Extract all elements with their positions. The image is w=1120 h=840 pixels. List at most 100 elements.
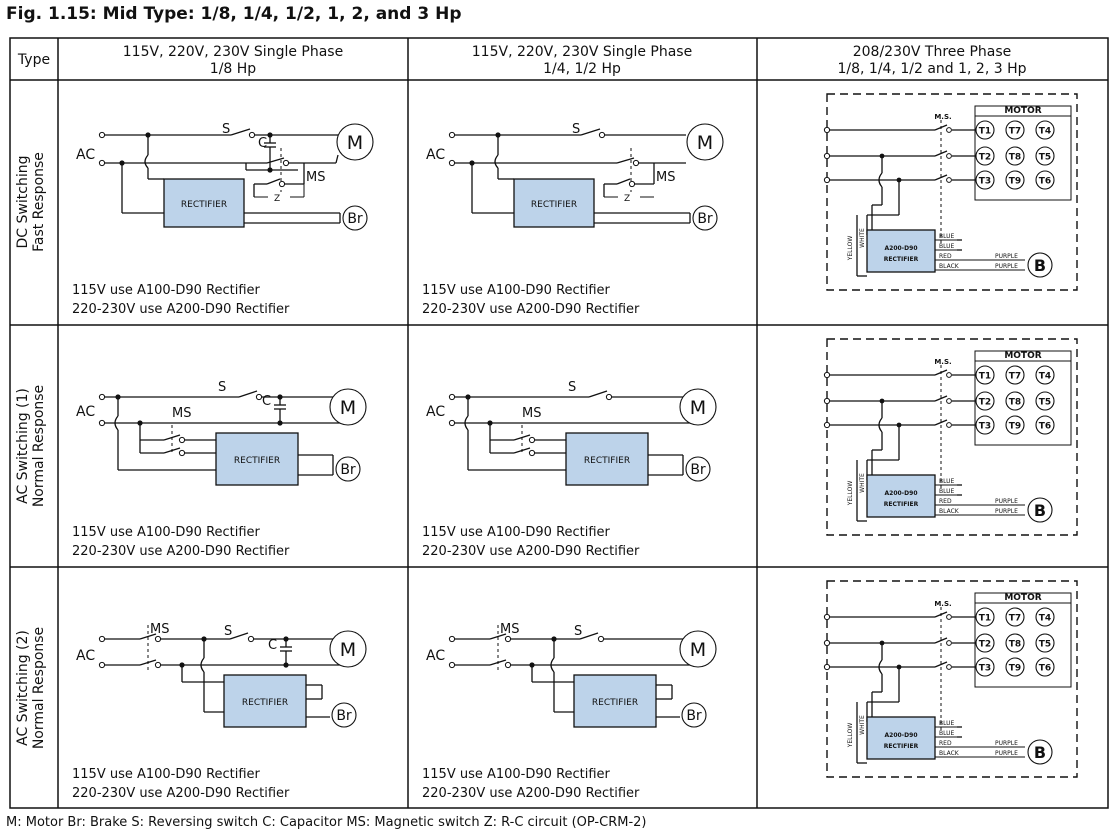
rectifier-label: RECTIFIER: [234, 456, 280, 466]
figure-title: Fig. 1.15: Mid Type: 1/8, 1/4, 1/2, 1, 2…: [6, 4, 462, 24]
capacitor-label: C: [262, 394, 271, 409]
rectifier-model-label: A200-D90: [885, 490, 918, 497]
note-line2: 220-230V use A200-D90 Rectifier: [422, 786, 640, 801]
ac2-switching-1-4-1-2hp-diagram: AC S MS RECTIFIER M Br 115V use A100-D90…: [422, 622, 717, 801]
col3-header-line2: 1/8, 1/4, 1/2 and 1, 2, 3 Hp: [837, 61, 1026, 77]
red-wire-label: RED: [939, 498, 952, 505]
ac-label: AC: [426, 404, 445, 420]
yellow-wire-label: YELLOW: [847, 723, 854, 749]
motor-terminal: [1005, 170, 1025, 190]
row3-label-line2: Normal Response: [31, 627, 47, 749]
brake-label: B: [1034, 743, 1046, 762]
white-wire-label: WHITE: [859, 715, 866, 735]
ac-label: AC: [76, 147, 95, 163]
col2-header-line1: 115V, 220V, 230V Single Phase: [472, 44, 692, 60]
motor-terminal-label: T7: [1009, 127, 1021, 137]
rc-circuit-label: Z: [274, 194, 280, 204]
motor-terminal: [975, 633, 995, 653]
brake-label: Br: [340, 462, 356, 478]
motor-terminal: [1035, 415, 1055, 435]
motor-terminal: [975, 415, 995, 435]
table-grid: [9, 37, 1109, 809]
motor-terminal: [975, 607, 995, 627]
yellow-wire-label: YELLOW: [847, 481, 854, 507]
note-line1: 115V use A100-D90 Rectifier: [422, 525, 611, 540]
ac-label: AC: [426, 648, 445, 664]
purple-wire-label-2: PURPLE: [995, 750, 1018, 757]
ac-label: AC: [426, 147, 445, 163]
dc-switching-1-8hp-diagram: AC S C MS Z RECTIFIER M Br 115V use A100…: [72, 122, 374, 317]
legend: M: Motor Br: Brake S: Reversing switch C…: [6, 815, 647, 830]
motor-terminal-label: T8: [1009, 398, 1021, 408]
reversing-switch-label: S: [222, 122, 230, 137]
motor-label: M: [340, 639, 356, 661]
motor-terminal-label: T5: [1039, 398, 1051, 408]
reversing-switch-label: S: [572, 122, 580, 137]
col3-header-line1: 208/230V Three Phase: [853, 44, 1012, 60]
motor-label: M: [340, 397, 356, 419]
purple-wire-label: PURPLE: [995, 253, 1018, 260]
dc-switching-1-4-1-2hp-diagram: AC S MS Z RECTIFIER M Br 115V use A100-D…: [422, 122, 724, 317]
motor-terminal-label: T9: [1009, 422, 1021, 432]
motor-terminal: [975, 120, 995, 140]
motor-terminal-label: T3: [979, 177, 991, 187]
col2-header-line2: 1/4, 1/2 Hp: [543, 61, 621, 77]
blue-wire-label: BLUE: [939, 233, 955, 240]
motor-terminal: [1005, 415, 1025, 435]
brake-label: Br: [686, 708, 702, 724]
rectifier-model-label: A200-D90: [885, 732, 918, 739]
motor-terminal: [1005, 391, 1025, 411]
ac-label: AC: [76, 404, 95, 420]
brake-label: Br: [336, 708, 352, 724]
purple-wire-label-2: PURPLE: [995, 263, 1018, 270]
black-wire-label: BLACK: [939, 263, 960, 270]
purple-wire-label-2: PURPLE: [995, 508, 1018, 515]
ac-label: AC: [76, 648, 95, 664]
motor-terminal-label: T2: [979, 153, 991, 163]
blue-wire-label-2: BLUE: [939, 730, 955, 737]
motor-terminal-label: T7: [1009, 614, 1021, 624]
rectifier-label: RECTIFIER: [531, 200, 577, 210]
magnetic-switch-label: MS: [500, 622, 519, 637]
motor-terminal: [1005, 365, 1025, 385]
motor-box-label: MOTOR: [1004, 593, 1041, 603]
brake-label: Br: [690, 462, 706, 478]
motor-terminal: [1035, 657, 1055, 677]
motor-label: M: [697, 132, 713, 154]
row3-label-line1: AC Switching (2): [15, 630, 31, 746]
motor-terminal: [1035, 120, 1055, 140]
note-line1: 115V use A100-D90 Rectifier: [422, 283, 611, 298]
motor-terminal: [1005, 657, 1025, 677]
white-wire-label: WHITE: [859, 228, 866, 248]
red-wire-label: RED: [939, 253, 952, 260]
motor-terminal-label: T8: [1009, 640, 1021, 650]
rectifier-label: RECTIFIER: [242, 698, 288, 708]
ac1-switching-1-4-1-2hp-diagram: AC S MS RECTIFIER M Br 115V use A100-D90…: [422, 380, 717, 559]
motor-terminal: [1035, 365, 1055, 385]
motor-terminal: [1035, 633, 1055, 653]
note-line2: 220-230V use A200-D90 Rectifier: [72, 302, 290, 317]
motor-terminal-label: T6: [1039, 664, 1051, 674]
yellow-wire-label: YELLOW: [847, 236, 854, 262]
white-wire-label: WHITE: [859, 473, 866, 493]
motor-terminal: [975, 391, 995, 411]
note-line2: 220-230V use A200-D90 Rectifier: [422, 544, 640, 559]
motor-terminal-label: T3: [979, 422, 991, 432]
motor-terminal-label: T1: [979, 614, 991, 624]
col1-header-line2: 1/8 Hp: [210, 61, 257, 77]
note-line1: 115V use A100-D90 Rectifier: [422, 767, 611, 782]
type-header: Type: [17, 52, 50, 68]
blue-wire-label-2: BLUE: [939, 243, 955, 250]
blue-wire-label-2: BLUE: [939, 488, 955, 495]
motor-terminal-label: T2: [979, 640, 991, 650]
motor-box-label: MOTOR: [1004, 106, 1041, 116]
motor-terminal-label: T5: [1039, 640, 1051, 650]
motor-terminal-label: T7: [1009, 372, 1021, 382]
note-line2: 220-230V use A200-D90 Rectifier: [72, 786, 290, 801]
ms-label: M.S.: [934, 358, 951, 366]
motor-terminal: [1005, 120, 1025, 140]
red-wire-label: RED: [939, 740, 952, 747]
